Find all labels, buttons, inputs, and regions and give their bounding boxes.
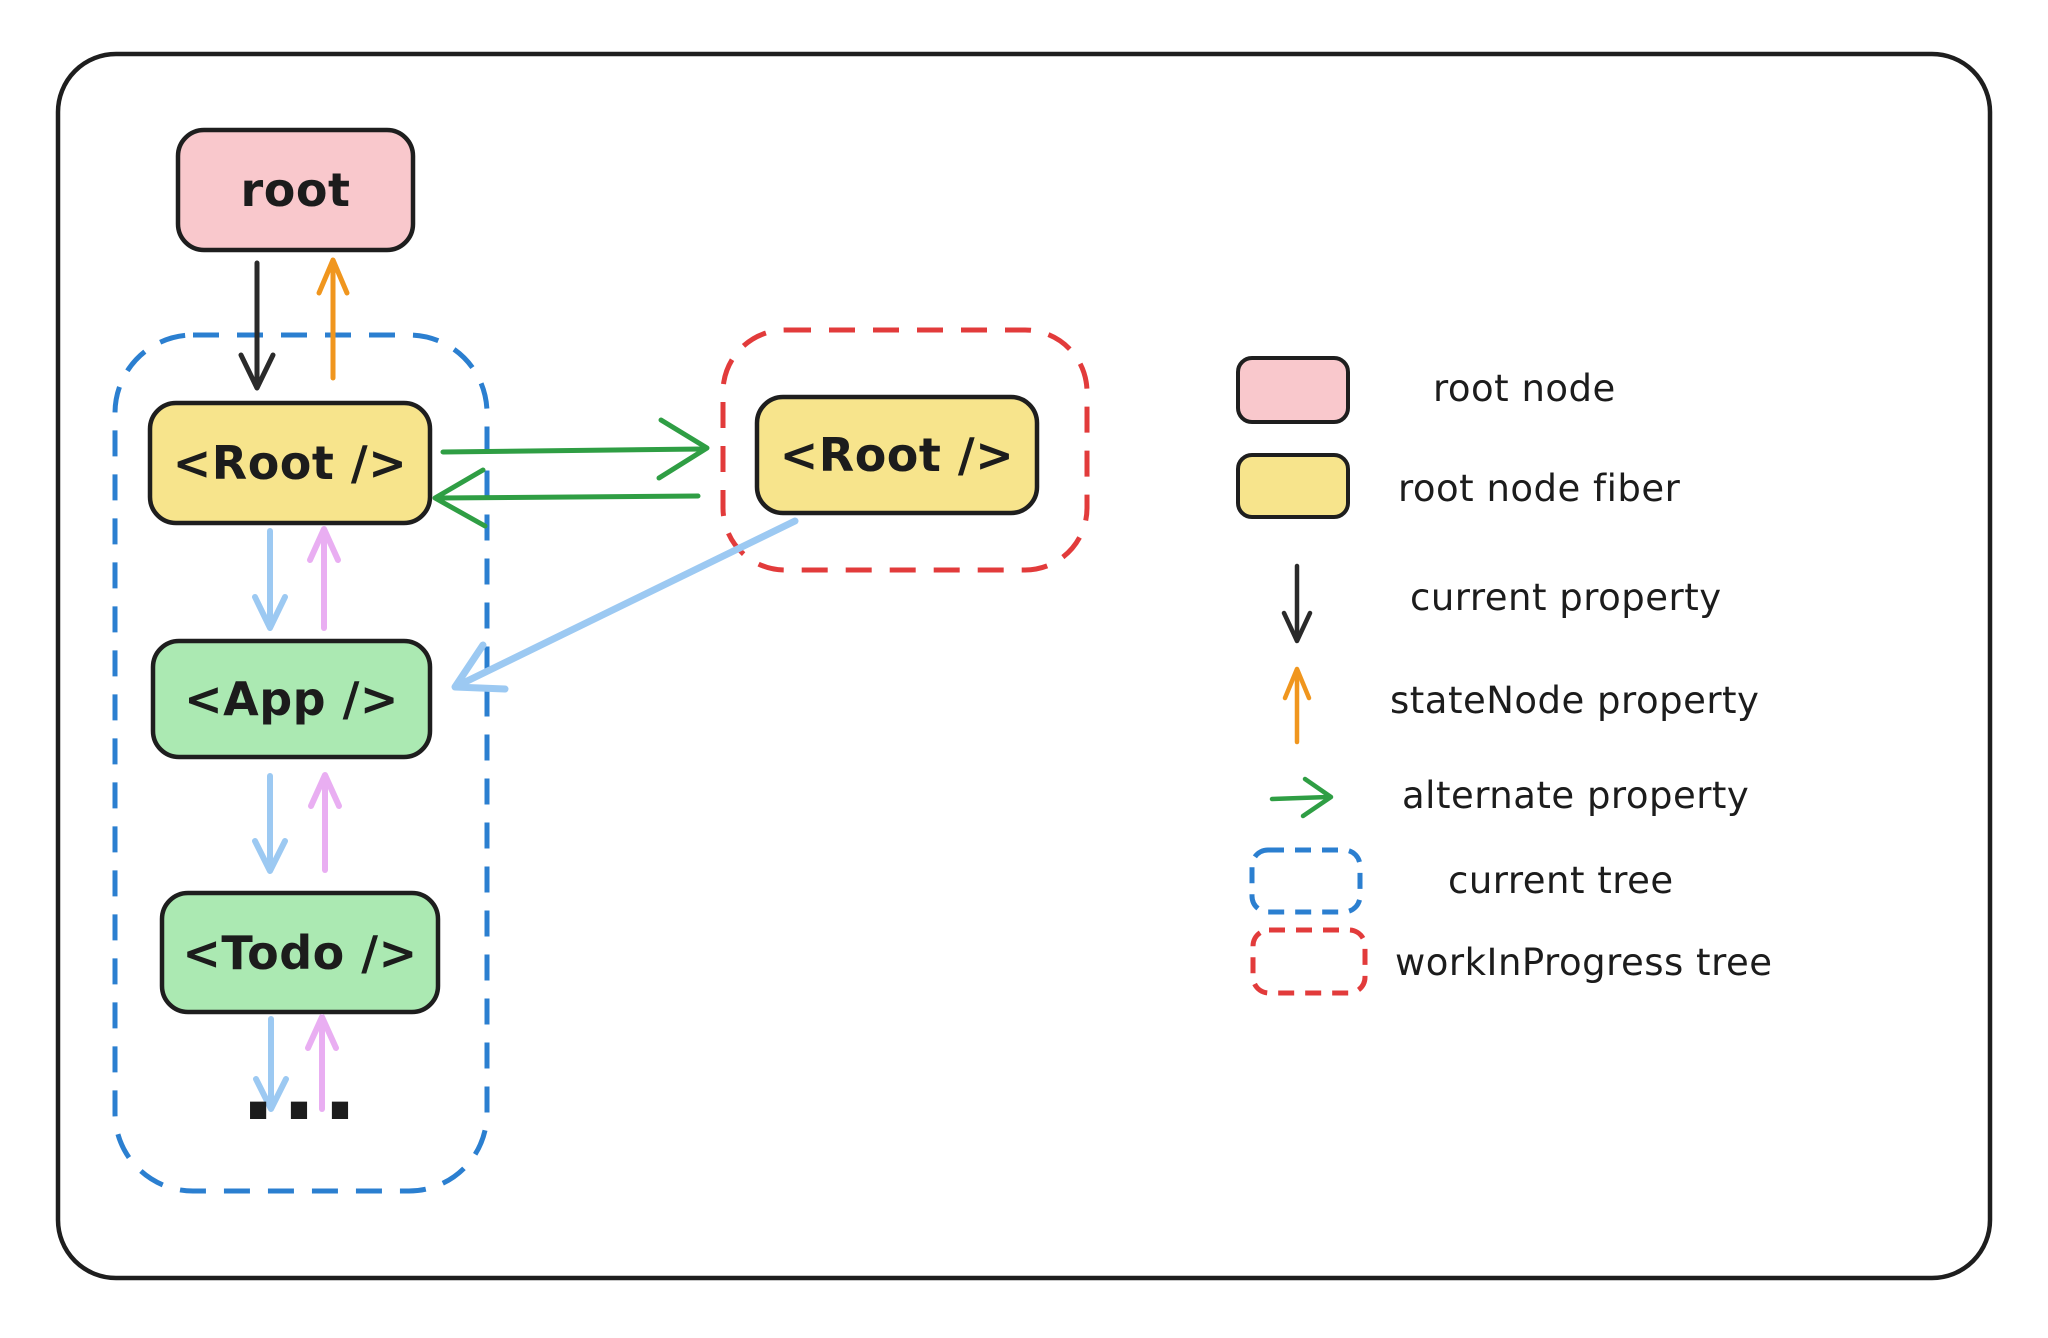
legend-yellow-box-swatch [1236,453,1350,519]
workinprogress-tree-boundary [720,327,1090,573]
current-tree-boundary [112,332,490,1194]
return-arrow-todo-app [308,772,342,873]
current-property-arrow [238,260,276,391]
current-root-fiber-box [147,400,433,526]
legend-blue-dashed-box-swatch [1249,847,1363,915]
legend-label-current-tree: current tree [1448,858,1674,902]
legend-label-root-node: root node [1433,366,1616,410]
outer-frame [55,51,1993,1281]
legend-red-dashed-box-swatch [1250,927,1368,996]
root-node-label: root [240,163,351,217]
legend-black-down-arrow-icon [1281,563,1313,644]
app-fiber-box [150,638,433,760]
todo-fiber-box [159,890,441,1015]
child-arrow-root-app [252,528,288,631]
legend-orange-up-arrow-icon [1282,666,1312,745]
return-arrow-app-root [307,526,341,631]
wip-child-arrow [451,517,799,693]
legend-label-workinprogress-tree: workInProgress tree [1395,940,1773,984]
legend-label-statenode-property: stateNode property [1390,678,1760,722]
return-arrow-more-todo [305,1014,339,1112]
alternate-arrow-left-icon [432,467,701,529]
legend-label-current-property: current property [1410,575,1722,619]
app-fiber-label: <App /> [184,672,399,726]
more-nodes-ellipsis: ... [240,1033,364,1141]
child-arrow-app-todo [252,773,288,874]
legend-green-right-arrow-icon [1269,776,1334,819]
wip-root-fiber-label: <Root /> [779,428,1015,482]
current-root-fiber-label: <Root /> [172,436,408,490]
wip-root-fiber-box [754,394,1040,516]
statenode-property-arrow [316,257,350,381]
legend-label-alternate-property: alternate property [1402,773,1750,817]
legend-label-root-node-fiber: root node fiber [1398,466,1681,510]
root-node-box [175,127,416,253]
legend-pink-box-swatch [1236,356,1350,424]
child-arrow-todo-more [253,1016,289,1112]
todo-fiber-label: <Todo /> [182,925,418,980]
alternate-arrow-right-icon [440,417,710,481]
